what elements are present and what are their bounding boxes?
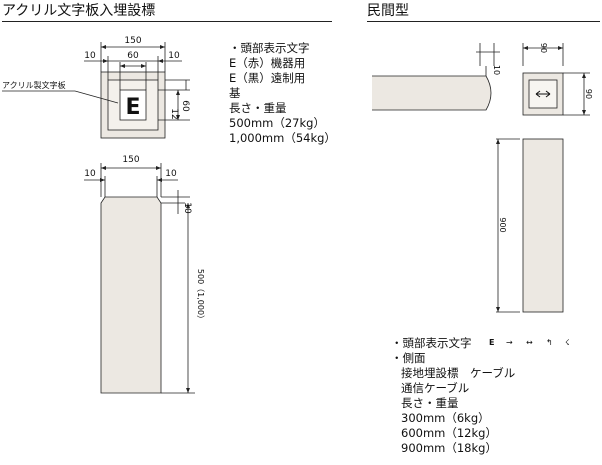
symbol-arrow-turn: ↰ (546, 338, 553, 347)
right-spec-line: 600mm（12kg） (401, 426, 497, 440)
dim-side-a: 12 (169, 108, 179, 119)
right-symbols-label: ・頭部表示文字 (391, 336, 472, 350)
plan-letter: E (125, 95, 140, 120)
elevation-view (100, 196, 162, 394)
dim-head-width: 90 (539, 43, 548, 53)
private-side-head (372, 75, 492, 111)
left-spec-line: 長さ・重量 (229, 101, 287, 115)
dim-side-b: 60 (180, 100, 190, 112)
left-title: アクリル文字板入埋設標 (2, 3, 156, 19)
left-title-rule (2, 21, 332, 22)
plan-view (100, 71, 166, 139)
symbol-arrow-right: → (506, 338, 513, 347)
right-spec-line: 900mm（18kg） (401, 441, 497, 455)
left-spec-line: ・頭部表示文字 (229, 41, 310, 55)
right-spec-line: 長さ・重量 (401, 396, 459, 410)
symbol-lightning: ☇ (565, 338, 570, 347)
private-top-view (522, 72, 564, 116)
left-spec-line: 500mm（27kg） (229, 116, 325, 130)
right-spec-line: 300mm（6kg） (401, 411, 490, 425)
right-spec-line: ・側面 (391, 351, 426, 365)
dim-top-middle: 60 (127, 51, 139, 61)
dim-top-overall: 150 (124, 36, 141, 46)
left-specs: ・頭部表示文字 E（赤）機器用 E（黒）遠制用 基 長さ・重量 500mm（27… (229, 41, 336, 146)
dim-elev-overall: 150 (122, 155, 139, 165)
dim-elev-top: 10 (182, 202, 192, 214)
symbol-arrow-both: ↔ (526, 338, 533, 347)
callout-label: アクリル製文字板 (2, 80, 66, 90)
dim-900: 900 (498, 217, 507, 232)
right-spec-line: 接地埋設標 ケーブル (401, 366, 516, 380)
dim-top-left: 10 (84, 51, 96, 61)
left-spec-line: 基 (229, 86, 241, 100)
left-spec-line: E（黒）遠制用 (229, 71, 306, 85)
right-specs: ・側面 接地埋設標 ケーブル 通信ケーブル 長さ・重量 300mm（6kg） 6… (391, 351, 515, 456)
dim-elev-height: 500（1,000） (196, 269, 205, 323)
right-spec-line: 通信ケーブル (401, 381, 470, 395)
symbol-e: E (489, 338, 494, 347)
dim-top-10: 10 (492, 65, 501, 75)
right-title: 民間型 (367, 3, 409, 19)
dim-elev-left: 10 (84, 169, 96, 179)
left-spec-line: 1,000mm（54kg） (229, 131, 336, 145)
left-spec-line: E（赤）機器用 (229, 56, 306, 70)
dim-top-right: 10 (168, 51, 180, 61)
right-title-rule (367, 21, 600, 22)
dim-elev-right: 10 (165, 169, 177, 179)
private-front-view (522, 138, 564, 313)
dim-head-height: 90 (584, 89, 593, 99)
